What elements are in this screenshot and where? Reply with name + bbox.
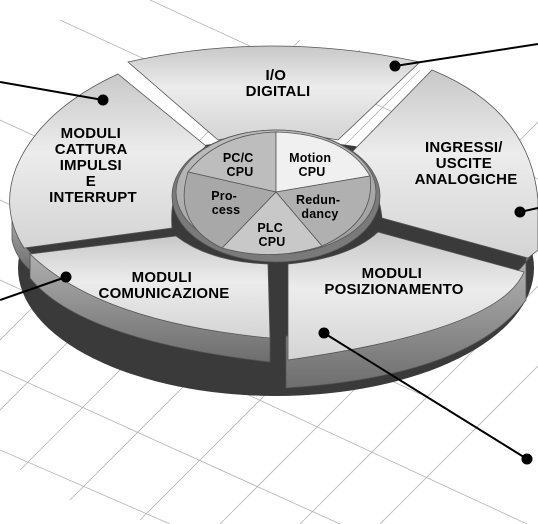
label-line: DIGITALI xyxy=(246,83,311,100)
callout-dot-comunicazione xyxy=(60,271,72,283)
label-line: I/O xyxy=(266,67,287,84)
callouts xyxy=(0,43,538,465)
label-line: E xyxy=(86,173,96,190)
callout-line-posizionamento xyxy=(323,332,528,460)
callout-dot-analogiche xyxy=(514,206,526,218)
label-line: MODULI xyxy=(362,265,422,282)
label-moduli-comunicazione: MODULI COMUNICAZIONE xyxy=(99,269,230,302)
label-line: dancy xyxy=(301,207,338,221)
outer-ring xyxy=(9,45,538,389)
callout-line-cattura xyxy=(0,81,104,101)
segment-plc-cpu xyxy=(221,191,323,255)
callout-dot-io xyxy=(389,60,401,72)
segment-redundancy xyxy=(275,175,371,247)
label-line: CATTURA xyxy=(55,141,128,158)
label-line: USCITE xyxy=(436,155,492,172)
callout-dot-cattura xyxy=(97,94,109,106)
label-pc-c-cpu: PC/C CPU xyxy=(223,151,257,179)
callout-dot-posizionamento xyxy=(318,327,330,339)
label-line: CPU xyxy=(299,165,326,179)
label-line: IMPULSI xyxy=(60,157,122,174)
label-line: Motion xyxy=(289,151,331,165)
label-line: PLC xyxy=(257,221,283,235)
inner-labels: PC/C CPU Motion CPU Redun- dancy PLC CPU… xyxy=(211,151,344,249)
label-motion-cpu: Motion CPU xyxy=(289,151,335,179)
callout-line-io xyxy=(394,43,538,67)
segment-process xyxy=(183,171,277,249)
label-line: INTERRUPT xyxy=(49,189,137,206)
label-line: COMUNICAZIONE xyxy=(99,285,230,302)
segment-motion-cpu xyxy=(275,131,371,193)
label-line: Redun- xyxy=(296,193,340,207)
outer-labels: I/O DIGITALI INGRESSI/ USCITE ANALOGICHE… xyxy=(49,67,517,302)
label-process: Pro- cess xyxy=(211,189,241,217)
label-line: MODULI xyxy=(132,269,192,286)
callout-line-comunicazione xyxy=(0,276,67,301)
label-line: PC/C xyxy=(223,151,254,165)
label-line: Pro- xyxy=(211,189,237,203)
label-moduli-posizionamento: MODULI POSIZIONAMENTO xyxy=(324,265,463,298)
segment-moduli-posizionamento xyxy=(287,231,525,361)
label-line: MODULI xyxy=(61,125,121,142)
label-line: CPU xyxy=(227,165,254,179)
label-line: ANALOGICHE xyxy=(415,171,518,188)
label-moduli-cattura-impulsi: MODULI CATTURA IMPULSI E INTERRUPT xyxy=(49,125,137,206)
label-io-digitali: I/O DIGITALI xyxy=(246,67,311,100)
inner-hub xyxy=(171,129,381,263)
label-redundancy: Redun- dancy xyxy=(296,193,344,221)
label-line: INGRESSI/ xyxy=(425,139,503,156)
label-line: cess xyxy=(212,203,241,217)
callout-end-dot-posizionamento xyxy=(521,453,533,465)
label-plc-cpu: PLC CPU xyxy=(257,221,286,249)
label-line: POSIZIONAMENTO xyxy=(324,281,463,298)
label-line: CPU xyxy=(259,235,286,249)
label-ingressi-uscite-analogiche: INGRESSI/ USCITE ANALOGICHE xyxy=(415,139,518,188)
